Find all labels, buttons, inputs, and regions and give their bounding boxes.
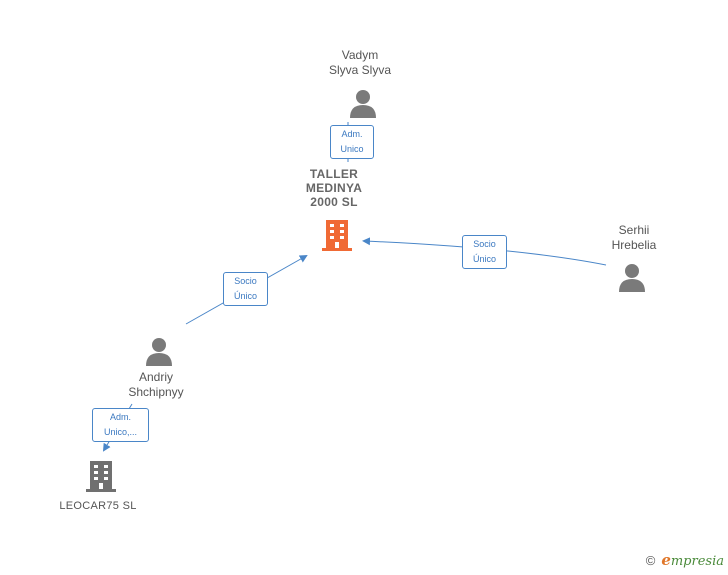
person-label-serhii: Serhii Hrebelia xyxy=(611,223,657,252)
company-label-leocar75: LEOCAR75 SL xyxy=(59,500,137,512)
empresia-logo[interactable]: empresia xyxy=(661,551,724,569)
company-label-taller-medinya: TALLER MEDINYA 2000 SL xyxy=(305,167,363,209)
person-label-vadym: Vadym Slyva Slyva xyxy=(328,48,392,77)
footer-brand: © empresia xyxy=(646,551,724,569)
person-icon[interactable] xyxy=(617,262,647,292)
building-icon[interactable] xyxy=(320,218,354,252)
role-badge-andriy-taller[interactable]: Socio Único xyxy=(223,272,268,306)
role-badge-serhii[interactable]: Socio Único xyxy=(462,235,507,269)
person-icon[interactable] xyxy=(348,88,378,118)
building-icon[interactable] xyxy=(84,459,118,493)
role-badge-vadym[interactable]: Adm. Unico xyxy=(330,125,374,159)
person-icon[interactable] xyxy=(144,336,174,366)
person-label-andriy: Andriy Shchipnyy xyxy=(128,370,184,399)
role-badge-andriy-leocar[interactable]: Adm. Unico,... xyxy=(92,408,149,442)
copyright-symbol: © xyxy=(645,552,656,568)
